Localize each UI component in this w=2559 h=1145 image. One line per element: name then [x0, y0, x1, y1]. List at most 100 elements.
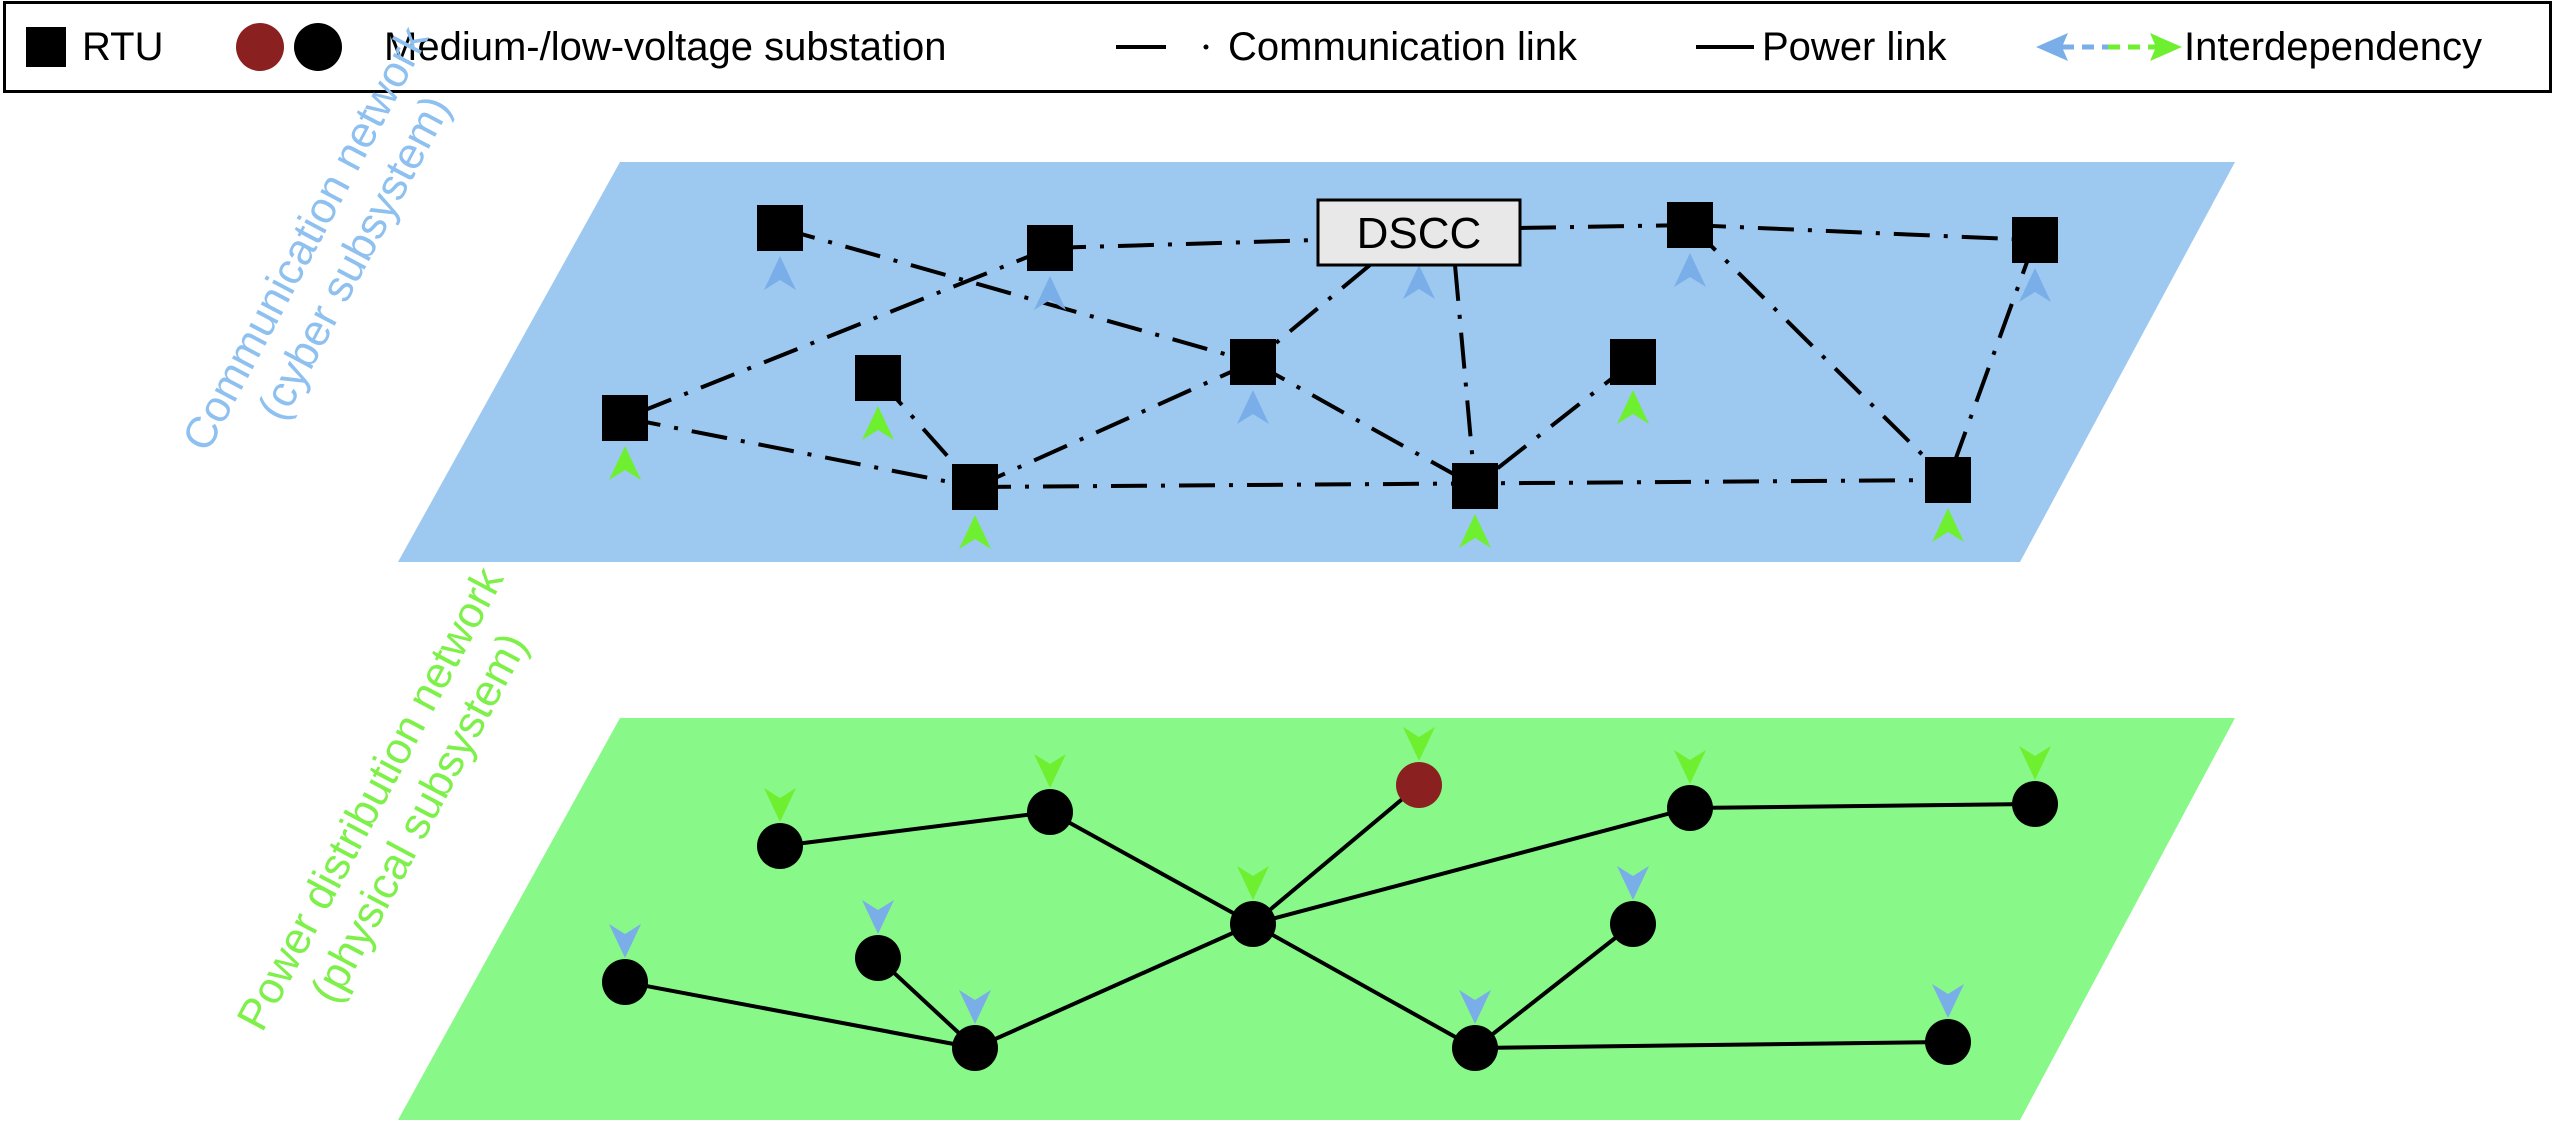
cyber-plane-label: Communication network (cyber subsystem)	[173, 8, 489, 483]
rtu-node	[1610, 339, 1656, 385]
substation-node	[952, 1025, 998, 1071]
arrowhead-down	[1237, 866, 1269, 900]
arrowhead-down	[1674, 750, 1706, 784]
legend: RTU Medium-/low-voltage substation Commu…	[3, 1, 2552, 93]
substation-node	[602, 959, 648, 1005]
arrowhead-down	[1403, 727, 1435, 761]
arrowhead-down	[862, 900, 894, 934]
substation-node	[855, 935, 901, 981]
power-link	[974, 922, 1254, 1050]
rtu-node	[952, 464, 998, 510]
dscc-box: DSCC	[1316, 198, 1522, 267]
rtu-square-icon	[26, 27, 66, 67]
arrowhead-up	[764, 256, 796, 290]
power-link	[1473, 922, 1635, 1050]
dscc-label: DSCC	[1357, 209, 1482, 258]
legend-interdependency-label: Interdependency	[2184, 25, 2483, 69]
arrowhead-up	[1617, 390, 1649, 424]
arrowhead-up	[959, 515, 991, 549]
arrowhead-up	[1932, 508, 1964, 542]
legend-rtu-label: RTU	[82, 25, 164, 69]
substation-node	[2012, 781, 2058, 827]
interdependency-arrow-icon	[2036, 33, 2182, 61]
rtu-node	[1925, 457, 1971, 503]
legend-power-link: Power link	[1694, 4, 1947, 90]
comm-link	[624, 246, 1051, 420]
substation-node	[757, 823, 803, 869]
arrowhead-up	[1674, 253, 1706, 287]
arrowhead-up	[2019, 268, 2051, 302]
rtu-node	[2012, 217, 2058, 263]
power-link	[624, 980, 976, 1050]
arrowhead-up	[862, 406, 894, 440]
interdependency-arrow	[609, 446, 641, 958]
arrowhead-down	[764, 788, 796, 822]
comm-link	[974, 360, 1254, 489]
arrowhead-down	[1932, 984, 1964, 1018]
rtu-node	[757, 205, 803, 251]
interdependency-arrows	[609, 253, 2051, 1024]
substation-node	[1027, 789, 1073, 835]
arrowhead-down	[1617, 866, 1649, 900]
interdependency-arrow	[1237, 390, 1269, 900]
arrowhead-up	[609, 446, 641, 480]
power-link	[779, 810, 1051, 848]
interdependency-arrow	[862, 406, 894, 934]
power-link	[1251, 783, 1421, 926]
power-link	[1474, 1040, 1949, 1050]
interdependency-arrow	[959, 515, 991, 1024]
interdependency-arrow	[1617, 390, 1649, 900]
arrowhead-up	[1237, 390, 1269, 424]
substation-node	[1667, 785, 1713, 831]
arrowhead-down	[2019, 746, 2051, 780]
comm-link	[1946, 239, 2037, 481]
legend-power-link-label: Power link	[1762, 25, 1947, 69]
rtu-node	[855, 355, 901, 401]
arrowhead-down	[1034, 754, 1066, 788]
dash-dot-line-icon	[1116, 44, 1209, 50]
power-link	[1252, 922, 1476, 1050]
comm-link	[1251, 263, 1372, 364]
substation-node	[1925, 1019, 1971, 1065]
legend-substation-label: Medium-/low-voltage substation	[384, 25, 947, 69]
rtu-node	[1452, 463, 1498, 509]
comm-link	[1252, 360, 1476, 488]
arrowhead-up	[1459, 514, 1491, 548]
power-link	[1252, 806, 1691, 926]
legend-rtu: RTU	[24, 4, 163, 90]
interdependency-arrow	[1932, 508, 1964, 1018]
substation-circles-icon	[236, 23, 342, 71]
legend-substation: Medium-/low-voltage substation	[234, 4, 946, 90]
interdependency-arrow	[1034, 276, 1066, 788]
legend-interdependency: Interdependency	[2034, 4, 2482, 90]
comm-link	[1519, 223, 1691, 230]
physical-plane	[398, 718, 2235, 1120]
power-link	[1689, 802, 2036, 810]
rtu-node	[1230, 339, 1276, 385]
arrowhead-up	[1403, 265, 1435, 299]
arrowhead-down	[1459, 990, 1491, 1024]
comm-link	[1049, 238, 1319, 250]
rtu-node	[1667, 202, 1713, 248]
substation-node	[1230, 901, 1276, 947]
comm-link	[624, 416, 976, 489]
interdependency-arrow	[1403, 265, 1435, 761]
arrowhead-down	[959, 990, 991, 1024]
comm-link	[779, 226, 1254, 364]
rtu-node	[602, 395, 648, 441]
faulted-substation-node	[1396, 762, 1442, 808]
solid-line-icon	[1696, 45, 1754, 49]
network-nodes	[602, 202, 2058, 1071]
interdependency-arrow	[1674, 253, 1706, 784]
arrowhead-up	[1034, 276, 1066, 310]
rtu-node	[1027, 225, 1073, 271]
legend-comm-link: Communication link	[1114, 4, 1577, 90]
comm-link	[1689, 223, 2036, 242]
interdependency-arrow	[764, 256, 796, 822]
substation-node	[1452, 1025, 1498, 1071]
substation-node	[1610, 901, 1656, 947]
comm-link	[1473, 360, 1635, 488]
legend-comm-link-label: Communication link	[1228, 25, 1578, 69]
arrowhead-down	[609, 924, 641, 958]
